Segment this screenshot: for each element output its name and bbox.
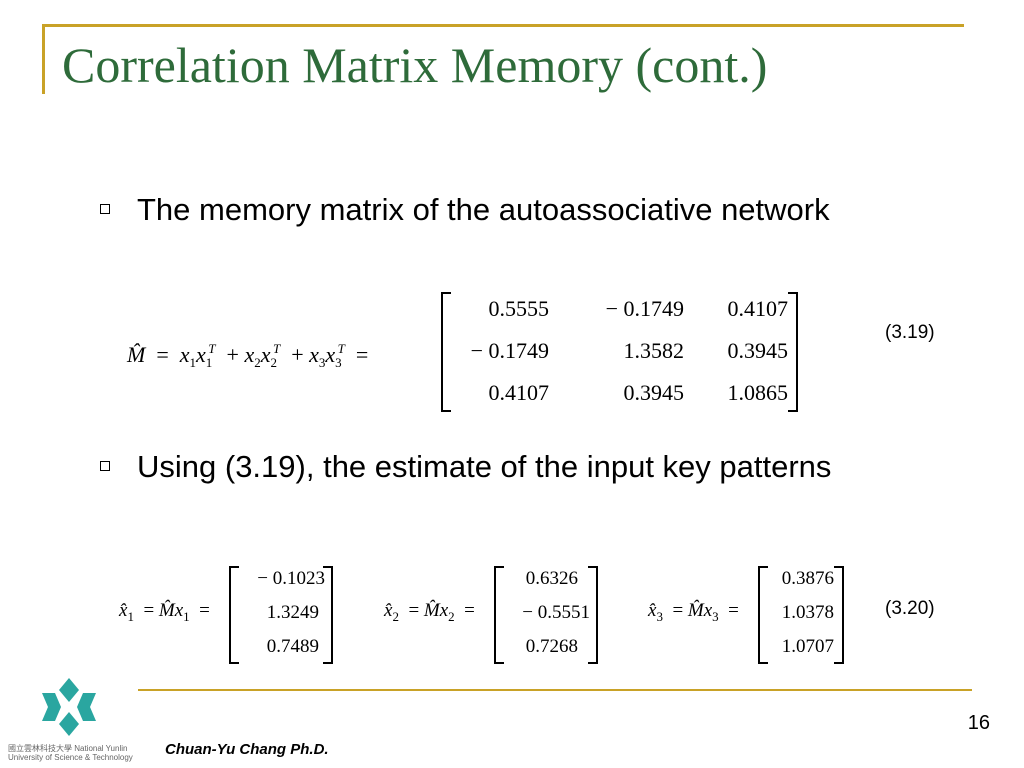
vector-x2-hat: 0.6326 − 0.5551 0.7268 (494, 566, 598, 664)
matrix-cell: 0.5555 (488, 296, 550, 321)
bullet-1: The memory matrix of the autoassociative… (100, 190, 880, 230)
matrix-cell: 1.3582 (623, 338, 685, 363)
bullet-2: Using (3.19), the estimate of the input … (100, 447, 880, 487)
footer-divider (138, 689, 972, 691)
equation-number-3-19: (3.19) (885, 322, 935, 343)
frame-left-line (42, 24, 45, 94)
vector-cell: 0.6326 (525, 568, 578, 589)
bullet-2-text: Using (3.19), the estimate of the input … (137, 449, 832, 484)
vector-cell: 1.3249 (266, 602, 319, 623)
eq-3-19-lhs: M̂ = x1x1T + x2x2T + x3x3T = (127, 341, 369, 370)
matrix-cell: 0.3945 (623, 380, 685, 405)
bullet-square-icon (100, 204, 110, 214)
vector-cell: 1.0707 (781, 636, 834, 657)
vector-cell: 1.0378 (781, 602, 834, 623)
vector-cell: 0.7489 (266, 636, 319, 657)
bullet-square-icon (100, 461, 110, 471)
vector-cell: 0.7268 (525, 636, 578, 657)
page-number: 16 (967, 712, 990, 734)
vector-x1-hat: − 0.1023 1.3249 0.7489 (229, 566, 333, 664)
equation-number-3-20: (3.20) (885, 598, 935, 619)
matrix-cell: − 0.1749 (470, 338, 549, 363)
frame-top-line (42, 24, 964, 27)
matrix-cell: 0.4107 (727, 296, 789, 321)
eq-3-20-lhs-3: x̂3 = M̂x3 = (648, 600, 739, 624)
university-logo-icon (42, 678, 96, 736)
vector-x3-hat: 0.3876 1.0378 1.0707 (758, 566, 844, 664)
vector-cell: 0.3876 (781, 568, 834, 589)
eq-3-20-lhs-2: x̂2 = M̂x2 = (384, 600, 475, 624)
logo-caption: 國立雲林科技大學 National Yunlin University of S… (8, 744, 133, 762)
author-name: Chuan-Yu Chang Ph.D. (165, 741, 329, 758)
eq-3-20-lhs-1: x̂1 = M̂x1 = (119, 600, 210, 624)
matrix-cell: 0.3945 (727, 338, 789, 363)
matrix-3-19: 0.5555 − 0.1749 0.4107 − 0.1749 1.3582 0… (441, 292, 798, 412)
slide-title: Correlation Matrix Memory (cont.) (62, 37, 768, 93)
vector-cell: − 0.1023 (257, 568, 325, 589)
matrix-cell: 0.4107 (488, 380, 550, 405)
vector-cell: − 0.5551 (522, 602, 590, 623)
matrix-cell: − 0.1749 (605, 296, 684, 321)
bullet-1-text: The memory matrix of the autoassociative… (137, 192, 830, 227)
matrix-cell: 1.0865 (727, 380, 789, 405)
